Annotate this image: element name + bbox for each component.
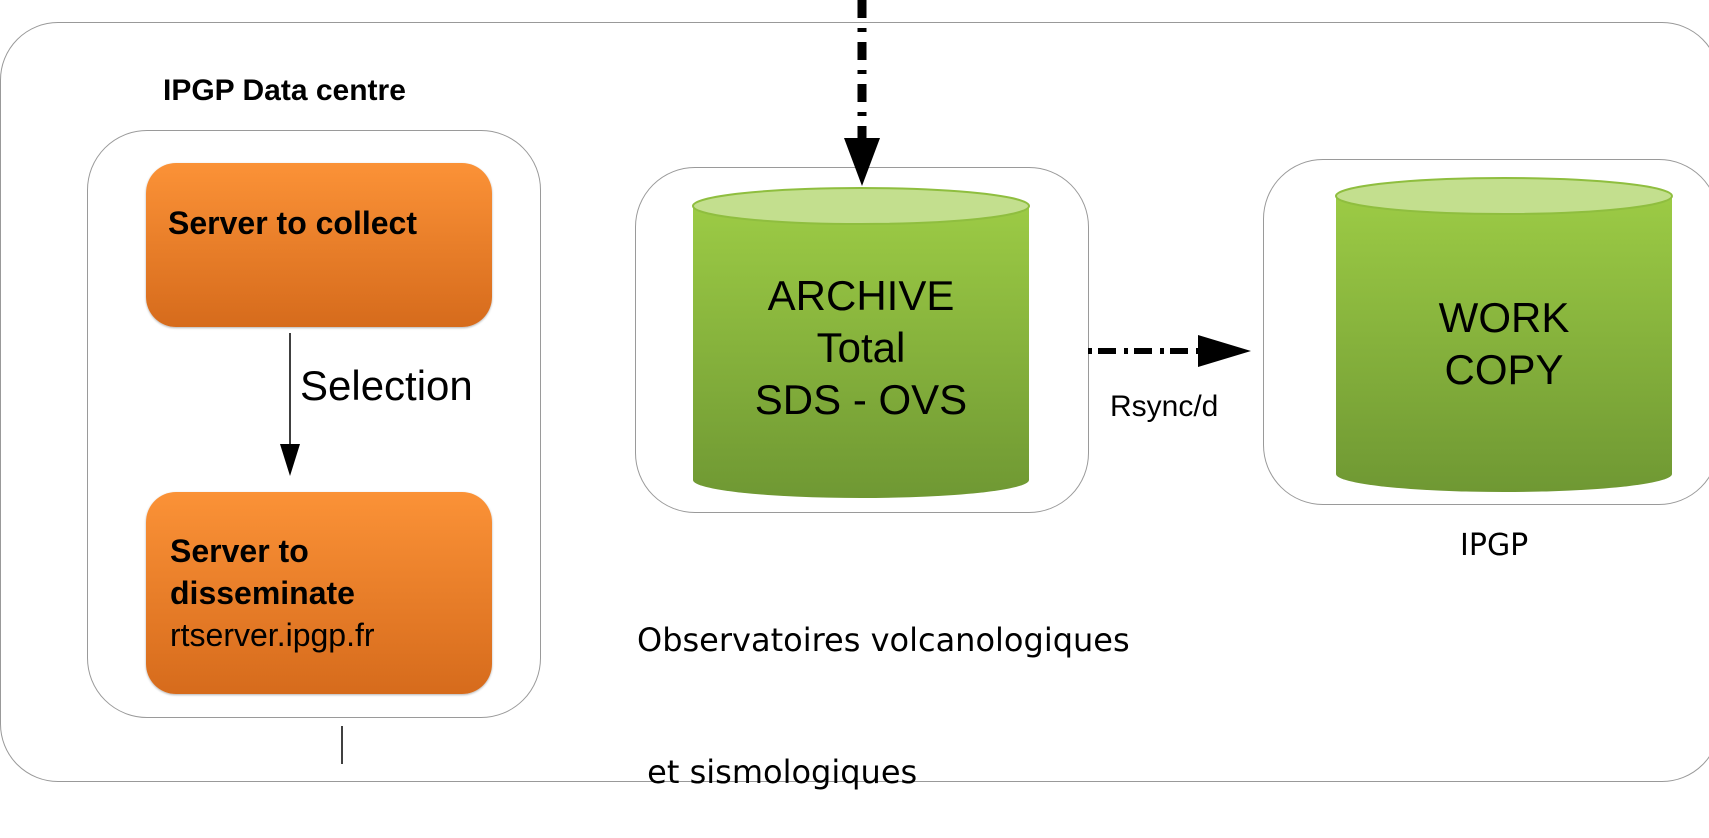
work-copy-line2: COPY — [1444, 346, 1564, 393]
archive-line2: Total — [816, 324, 906, 371]
archive-caption-line1: Observatoires volcanologiques — [637, 621, 1130, 659]
disseminate-title-line2: disseminate — [170, 575, 355, 611]
work-copy-label: WORK COPY — [1336, 292, 1672, 396]
disseminate-title-line1: Server to — [170, 533, 309, 569]
work-copy-cylinder[interactable] — [1335, 177, 1673, 492]
rsync-arrow — [1088, 335, 1251, 367]
rsync-label: Rsync/d — [1110, 390, 1219, 423]
archive-caption: Observatoires volcanologiques et sismolo… — [637, 530, 1130, 838]
archive-line3: SDS - OVS — [754, 376, 968, 423]
selection-arrow — [280, 333, 300, 476]
diagram-canvas — [280, 0, 1673, 764]
disseminate-host: rtserver.ipgp.fr — [170, 617, 375, 653]
incoming-arrow — [844, 0, 880, 186]
archive-label: ARCHIVE Total SDS - OVS — [693, 270, 1029, 426]
disseminate-server-box[interactable]: Server to disseminate rtserver.ipgp.fr — [146, 492, 492, 694]
archive-caption-line2: et sismologiques — [637, 753, 918, 791]
collect-server-box[interactable]: Server to collect — [146, 163, 492, 327]
data-centre-title: IPGP Data centre — [163, 74, 406, 107]
collect-server-label: Server to collect — [168, 205, 417, 241]
work-copy-line1: WORK — [1438, 294, 1570, 341]
archive-line1: ARCHIVE — [767, 272, 955, 319]
selection-label: Selection — [300, 362, 473, 409]
archive-cylinder[interactable] — [692, 187, 1030, 498]
work-copy-caption: IPGP — [1460, 528, 1529, 563]
